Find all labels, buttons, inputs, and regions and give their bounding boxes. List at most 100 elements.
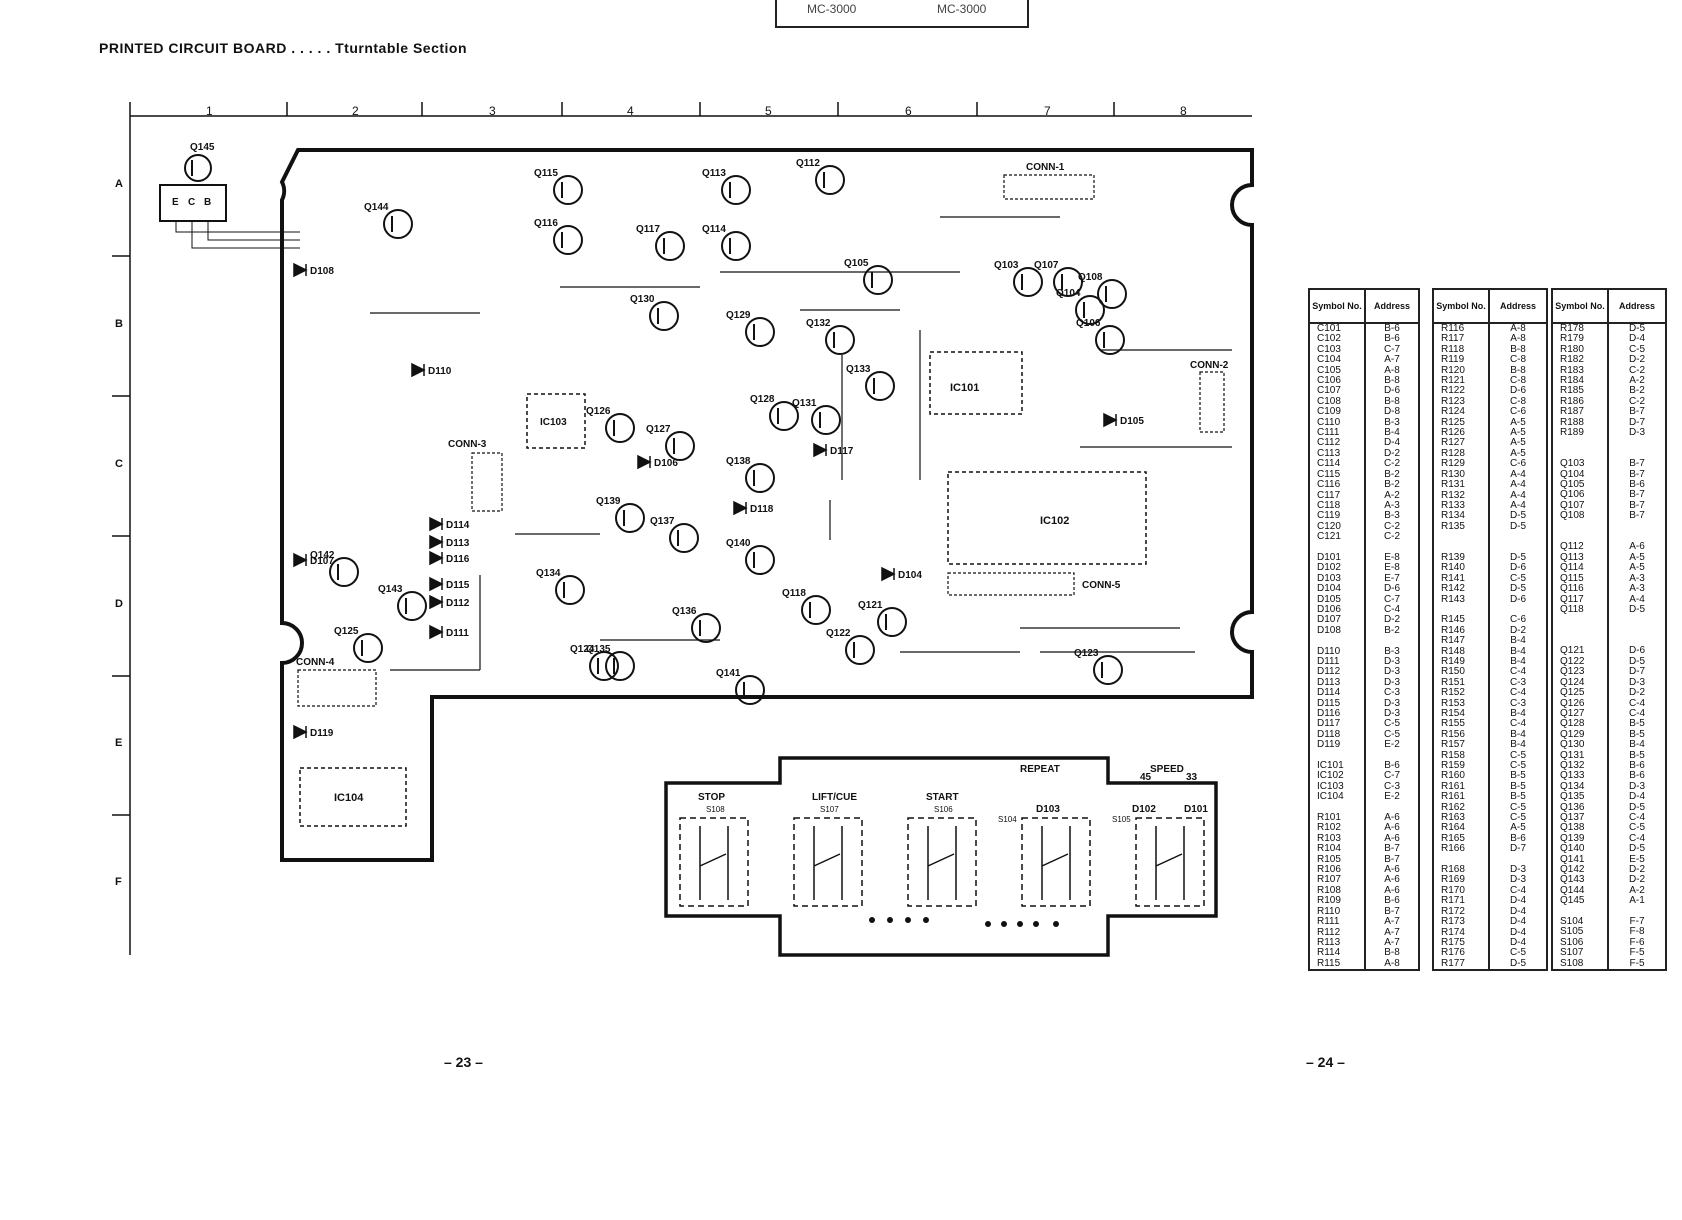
transistor-body <box>1013 267 1043 297</box>
symbol-cell: IC104 <box>1310 791 1366 803</box>
symbol-cell: R114 <box>1310 947 1366 959</box>
address-cell: B-6 <box>1510 832 1526 844</box>
transistor-body <box>721 175 751 205</box>
symbol-cell: R107 <box>1310 875 1366 886</box>
symbol-cell: R149 <box>1434 656 1490 668</box>
symbol-cell: R172 <box>1434 906 1490 918</box>
transistor-label: Q117 <box>636 224 660 235</box>
table-row <box>1553 438 1665 449</box>
symbol-cell: R126 <box>1434 427 1490 439</box>
symbol-cell: R143 <box>1434 594 1490 605</box>
symbol-cell: R118 <box>1434 344 1490 356</box>
address-cell: C-2 <box>1628 395 1646 407</box>
symbol-cell: C103 <box>1310 344 1366 356</box>
address-cell: C-4 <box>1509 687 1527 699</box>
transistor-body <box>655 231 685 261</box>
symbol-cell: R148 <box>1434 646 1490 657</box>
diode-symbol <box>429 534 444 550</box>
address-cell: D-4 <box>1509 905 1527 917</box>
address-cell: D-4 <box>1628 791 1646 803</box>
address-cell: C-5 <box>1509 749 1527 761</box>
symbol-cell: C102 <box>1310 333 1366 345</box>
address-cell: D-3 <box>1383 676 1401 688</box>
address-cell: A-8 <box>1384 957 1400 969</box>
symbol-cell: R166 <box>1434 843 1490 855</box>
address-cell: C-7 <box>1383 770 1401 782</box>
address-cell: F-5 <box>1629 957 1645 969</box>
address-cell: C-5 <box>1628 822 1646 834</box>
symbol-cell: Q124 <box>1553 677 1609 689</box>
symbol-cell: R173 <box>1434 916 1490 928</box>
address-cell: D-3 <box>1628 780 1646 792</box>
symbol-cell: D111 <box>1310 656 1366 668</box>
diode-symbol <box>733 500 748 516</box>
grid-row-a: A <box>115 178 123 190</box>
address-cell: A-6 <box>1384 822 1400 834</box>
transistor-label: Q104 <box>1056 288 1081 299</box>
symbol-cell: C111 <box>1310 427 1366 439</box>
symbol-cell: R147 <box>1434 635 1490 647</box>
address-cell: B-2 <box>1384 624 1400 636</box>
transistor-q108: Q108 <box>1078 272 1127 309</box>
symbol-cell: R119 <box>1434 354 1490 366</box>
symbol-cell: Q137 <box>1553 812 1609 824</box>
diode-symbol <box>881 566 896 582</box>
switch-group: STOPS108LIFT/CUES107STARTS106REPEATS104S… <box>679 764 1208 927</box>
symbol-cell: Q116 <box>1553 583 1609 595</box>
address-cell: C-5 <box>1383 728 1401 740</box>
grid-frame <box>112 102 1252 955</box>
page-number-right: – 24 – <box>1306 1054 1345 1070</box>
symbol-cell <box>1434 854 1490 866</box>
address-cell: E-2 <box>1384 739 1400 751</box>
symbol-cell: Q127 <box>1553 708 1609 720</box>
address-cell: A-5 <box>1629 562 1645 574</box>
symbol-cell: D103 <box>1310 573 1366 585</box>
table-row <box>1310 750 1418 762</box>
symbol-cell <box>1553 906 1609 918</box>
symbol-cell: Q143 <box>1553 875 1609 886</box>
symbol-cell: Q132 <box>1553 760 1609 772</box>
diode-label: D110 <box>428 366 452 377</box>
grid-row-c: C <box>115 458 123 470</box>
page-title: PRINTED CIRCUIT BOARD . . . . . Tturntab… <box>99 40 468 56</box>
symbol-cell: R183 <box>1553 365 1609 377</box>
transistor-label: Q140 <box>726 538 751 549</box>
table-row <box>1310 802 1418 814</box>
address-cell: C-6 <box>1509 406 1527 418</box>
symbol-cell: R165 <box>1434 833 1490 845</box>
address-cell: E-8 <box>1384 551 1400 563</box>
diode-symbol <box>411 362 426 378</box>
table-row <box>1553 625 1665 637</box>
address-cell: D-3 <box>1628 427 1646 439</box>
address-cell: A-3 <box>1629 572 1645 584</box>
symbol-cell: R101 <box>1310 812 1366 824</box>
address-cell: D-3 <box>1383 666 1401 678</box>
address-cell: D-5 <box>1509 510 1527 522</box>
diode-label: D118 <box>750 504 774 515</box>
symbol-cell: IC101 <box>1310 760 1366 772</box>
diode-d114: D114 <box>429 516 470 532</box>
address-cell: B-2 <box>1384 479 1400 491</box>
address-cell: F-8 <box>1629 926 1645 938</box>
symbol-cell: R169 <box>1434 875 1490 886</box>
symbol-cell: R117 <box>1434 333 1490 345</box>
symbol-cell <box>1553 438 1609 449</box>
address-cell <box>1365 636 1418 646</box>
address-cell: B-5 <box>1510 780 1526 792</box>
symbol-cell: R131 <box>1434 479 1490 491</box>
switch-outline <box>679 817 749 907</box>
